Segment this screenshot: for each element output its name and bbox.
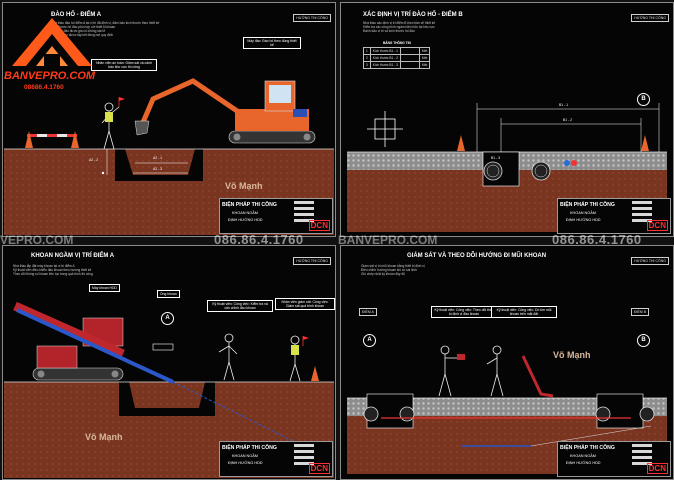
sheet1-note-4: Vật liệu đào được tập kết đúng nơi quy đ… xyxy=(51,33,114,37)
supervisor-worker xyxy=(289,335,309,382)
sheet1-note-2: Kích thước hố đào phù hợp với thiết bị k… xyxy=(51,25,116,29)
sheet1-note-1: Nhà thầu đào hố điểm A tại vị trí đã địn… xyxy=(51,21,160,25)
sheet3-callout-technician: Kỹ thuật viên: Công việc: Kiểm tra và câ… xyxy=(207,300,273,312)
banvepro-logo-icon xyxy=(12,18,92,66)
dcn-logo: DCN xyxy=(646,220,668,231)
sheet3-title: KHOAN NGẦM VỊ TRÍ ĐIỂM A xyxy=(31,253,115,259)
title-block-line-2: ĐỊNH HƯỚNG HDD xyxy=(228,461,263,465)
sheet4-note-2: Điều chỉnh hướng khoan khi có sai lệch xyxy=(361,268,417,272)
watermark-phone-right: 086.86.4.1760 xyxy=(552,232,642,247)
sheet4-callout-locator: Kỹ thuật viên: Công việc: Theo dõi thiết… xyxy=(431,306,497,318)
sheet2-direction-tag: HƯỚNG THI CÔNG xyxy=(631,14,669,22)
sheet2-title: XÁC ĐỊNH VỊ TRÍ ĐÀO HỐ - ĐIỂM B xyxy=(363,12,463,18)
title-block-heading: BIỆN PHÁP THI CÔNG xyxy=(222,445,277,451)
sheet2-title-block: BIỆN PHÁP THI CÔNG KHOAN NGẦM ĐỊNH HƯỚNG… xyxy=(557,198,671,234)
sheet3-author-credit: Võ Mạnh xyxy=(85,432,123,442)
sheet3-callout-pipe: Ống khoan xyxy=(157,290,180,298)
watermark-phone-left: 086.86.4.1760 xyxy=(214,232,304,247)
brand-phone: 08686.4.1760 xyxy=(24,84,64,91)
sheet3-note-2: Kỹ thuật viên điều khiển đầu khoan theo … xyxy=(13,268,92,272)
title-block-line-1: KHOAN NGẦM xyxy=(232,211,258,215)
sheet1-title-block: BIỆN PHÁP THI CÔNG KHOAN NGẦM ĐỊNH HƯỚNG… xyxy=(219,198,333,234)
barrier-fence xyxy=(25,131,79,148)
title-block-line-1: KHOAN NGẦM xyxy=(232,454,258,458)
sheet2-dim-b1-2: B1 - 2 xyxy=(563,118,573,122)
locator-technician xyxy=(438,345,465,397)
marker-point-b: ĐIỂM B xyxy=(631,308,650,316)
dcn-logo: DCN xyxy=(308,463,330,474)
sheet3-title-block: BIỆN PHÁP THI CÔNG KHOAN NGẦM ĐỊNH HƯỚNG… xyxy=(219,441,333,477)
sheet-locate-pit-b[interactable]: XÁC ĐỊNH VỊ TRÍ ĐÀO HỐ - ĐIỂM B HƯỚNG TH… xyxy=(340,2,674,237)
locator-device xyxy=(521,355,554,398)
tracker-technician xyxy=(486,345,504,397)
watermark-site-right: BANVEPRO.COM xyxy=(338,233,438,247)
sheet3-direction-tag: HƯỚNG THI CÔNG xyxy=(293,257,331,265)
sheet1-direction-tag: HƯỚNG THI CÔNG xyxy=(293,14,331,22)
sheet-dig-pit-a[interactable]: ĐÀO HỐ - ĐIỂM A HƯỚNG THI CÔNG Nhà thầu … xyxy=(2,2,336,237)
title-block-line-1: KHOAN NGẦM xyxy=(570,211,596,215)
sheet2-dim-b1-3: B1 - 3 xyxy=(491,156,501,160)
sheet2-note-2: Kiểm tra các công trình ngầm hiện hữu tạ… xyxy=(363,25,435,29)
point-a-marker: A xyxy=(161,312,174,325)
safety-worker xyxy=(101,97,125,150)
excavator xyxy=(134,78,316,144)
sheet-drilling-point-a[interactable]: KHOAN NGẦM VỊ TRÍ ĐIỂM A HƯỚNG THI CÔNG … xyxy=(2,245,336,480)
sheet4-title: GIÁM SÁT VÀ THEO DÕI HƯỚNG ĐI MŨI KHOAN xyxy=(407,253,547,259)
sheet1-title: ĐÀO HỐ - ĐIỂM A xyxy=(51,12,102,18)
point-b-marker: B xyxy=(637,93,650,106)
sheet1-dim-a2-2: A2 - 2 xyxy=(89,158,99,162)
sheet3-callout-supervisor: Nhân viên giám sát: Công việc: Giám sát … xyxy=(275,298,335,310)
title-block-line-2: ĐỊNH HƯỚNG HDD xyxy=(228,218,263,222)
sheet-monitor-drill-head[interactable]: GIÁM SÁT VÀ THEO DÕI HƯỚNG ĐI MŨI KHOAN … xyxy=(340,245,674,480)
sheet1-note-3: Vách hố đào được gia cố chống sạt lở xyxy=(51,29,106,33)
sheet1-author-credit: Võ Mạnh xyxy=(225,181,263,191)
hdd-drilling-rig xyxy=(13,301,174,384)
sheet1-callout-worker: Nhân viên an toàn: Giám sát và cảnh báo … xyxy=(91,59,157,71)
dcn-logo: DCN xyxy=(308,220,330,231)
marker-point-a: ĐIỂM A xyxy=(359,308,377,316)
sheet1-dim-a2-3: A2 - 3 xyxy=(153,167,163,171)
sheet3-drawing xyxy=(4,301,334,478)
sheet4-author-credit: Võ Mạnh xyxy=(553,350,591,360)
title-block-line-2: ĐỊNH HƯỚNG HDD xyxy=(566,218,601,222)
sheet2-dim-b1-1: B1 - 1 xyxy=(559,103,569,107)
title-block-line-2: ĐỊNH HƯỚNG HDD xyxy=(566,461,601,465)
sheet2-table-title: BẢNG THÔNG TIN xyxy=(383,41,411,45)
sheet3-note-3: Theo dõi thông số khoan liên tục trong q… xyxy=(13,272,93,276)
sheet4-title-block: BIỆN PHÁP THI CÔNG KHOAN NGẦM ĐỊNH HƯỚNG… xyxy=(557,441,671,477)
title-block-heading: BIỆN PHÁP THI CÔNG xyxy=(560,445,615,451)
title-block-heading: BIỆN PHÁP THI CÔNG xyxy=(222,202,277,208)
sheet4-note-3: Ghi chép nhật ký khoan đầy đủ xyxy=(361,272,405,276)
point-a-marker: A xyxy=(363,334,376,347)
point-b-marker: B xyxy=(637,334,650,347)
watermark-site-left: VEPRO.COM xyxy=(0,233,74,247)
sheet2-note-1: Nhà thầu xác định vị trí điểm B theo bản… xyxy=(363,21,436,25)
sheet4-direction-tag: HƯỚNG THI CÔNG xyxy=(631,257,669,265)
sheet2-note-3: Đánh dấu vị trí và kích thước hố đào xyxy=(363,29,415,33)
technician-worker xyxy=(218,333,238,381)
sheet1-dim-a2-1: A2 - 1 xyxy=(153,156,163,160)
title-block-heading: BIỆN PHÁP THI CÔNG xyxy=(560,202,615,208)
title-block-line-1: KHOAN NGẦM xyxy=(570,454,596,458)
sheet4-note-1: Giám sát vị trí mũi khoan bằng thiết bị … xyxy=(361,264,425,268)
brand-name: BANVEPRO.COM xyxy=(4,70,96,82)
survey-mark-icon xyxy=(367,111,403,147)
sheet4-callout-tracker: Kỹ thuật viên: Công việc: Dò tìm mũi kho… xyxy=(491,306,557,318)
sheet3-callout-rig: Máy khoan HDD xyxy=(89,284,120,292)
entry-pit xyxy=(119,382,215,416)
sheet1-callout-excavator: Máy đào: Đào hố theo đúng thiết kế xyxy=(243,37,301,49)
dcn-logo: DCN xyxy=(646,463,668,474)
sheet3-note-1: Nhà thầu lắp đặt máy khoan tại vị trí đi… xyxy=(13,264,75,268)
excavation-pit xyxy=(115,149,203,181)
